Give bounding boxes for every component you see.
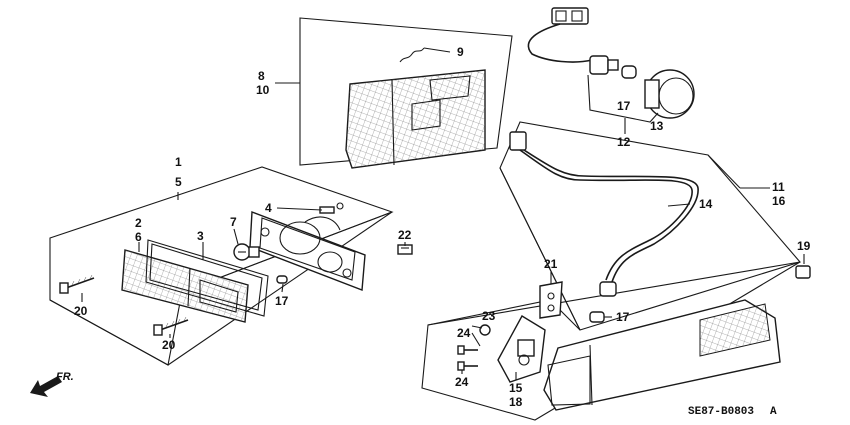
callout-8: 8: [258, 69, 265, 83]
lamp-housing-13: [644, 69, 695, 119]
callout-22: 22: [398, 228, 412, 242]
screw-20-b: [153, 316, 189, 336]
screw-24-a: [457, 345, 478, 355]
callout-9: 9: [457, 45, 464, 59]
side-lamp-housing: [249, 211, 366, 291]
bulb-17-top: [621, 65, 637, 79]
callout-1: 1: [175, 155, 182, 169]
callout-17-left: 17: [275, 294, 289, 308]
wire-harness-14: [509, 131, 699, 297]
bulb-7: [233, 243, 260, 261]
clip-19: [795, 265, 811, 279]
side-lamp-lens: [121, 249, 249, 323]
callout-13: 13: [650, 119, 664, 133]
rear-lamp-lens: [543, 299, 781, 411]
harness-connector: [551, 7, 589, 25]
screw-20-a: [59, 274, 95, 294]
front-arrow-label: FR.: [56, 371, 74, 383]
socket-group: [527, 7, 695, 134]
screw-24-b: [457, 361, 478, 371]
callout-23: 23: [482, 309, 496, 323]
bulb-17-small: [276, 275, 288, 284]
callout-19: 19: [797, 239, 811, 253]
screw-23: [479, 324, 491, 336]
callout-21: 21: [544, 257, 558, 271]
callout-12: 12: [617, 135, 631, 149]
clip-4: [319, 202, 344, 214]
group-frame-top: [299, 17, 513, 166]
callout-18: 18: [509, 395, 523, 409]
corner-lamp-lens: [345, 69, 486, 169]
diagram-code: SE87-B0803: [688, 406, 754, 418]
callout-24-b: 24: [455, 375, 469, 389]
callout-2: 2: [135, 216, 142, 230]
corner-lamp-group: [275, 17, 513, 169]
callout-10: 10: [256, 83, 270, 97]
callout-17-rear: 17: [616, 310, 630, 324]
bulb-socket-15: [497, 315, 546, 383]
callout-15: 15: [509, 381, 523, 395]
callout-11: 11: [772, 180, 785, 194]
diagram-code-suffix: A: [770, 406, 777, 418]
front-side-lamp-group: [49, 166, 413, 366]
callout-20-a: 20: [74, 304, 88, 318]
callout-14: 14: [699, 197, 713, 211]
callout-4: 4: [265, 201, 272, 215]
callout-24-a: 24: [457, 326, 471, 340]
callout-7: 7: [230, 215, 237, 229]
clip-22: [397, 244, 413, 255]
front-direction-arrow: FR.: [30, 371, 74, 397]
spring-9: [399, 47, 451, 63]
lens-gasket: [145, 239, 269, 317]
rear-lamp-group: [421, 121, 811, 421]
callout-5: 5: [175, 175, 182, 189]
bracket-21: [539, 281, 563, 319]
callout-3: 3: [197, 229, 204, 243]
socket-12: [589, 55, 619, 75]
callout-16: 16: [772, 194, 786, 208]
bulb-17-rear: [589, 311, 605, 323]
callout-6: 6: [135, 230, 142, 244]
callout-20-b: 20: [162, 338, 176, 352]
callout-17-top: 17: [617, 99, 631, 113]
